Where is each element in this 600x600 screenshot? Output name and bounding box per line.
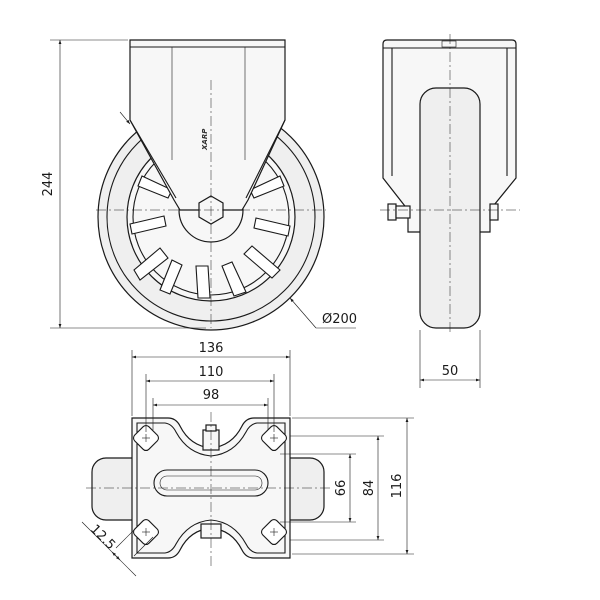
dim-wheel-diameter-label: Ø200 <box>322 312 357 327</box>
side-axle-head <box>395 205 411 219</box>
dim-tread-width-label: 50 <box>442 364 459 379</box>
dim-wheel-diameter: Ø200 <box>119 111 357 329</box>
side-axle-nut-left <box>387 203 397 221</box>
dim-bolt-spacing-long: 110 <box>145 365 275 432</box>
brand-logo: XARP <box>201 128 209 151</box>
fork-leg-left-edge <box>129 119 177 199</box>
dim-slot-length-label: 98 <box>203 388 220 403</box>
wheel-spokes <box>129 175 291 299</box>
dim-height-label: 244 <box>41 172 56 197</box>
dim-slot-length: 98 <box>152 388 269 430</box>
side-axle-nut-right <box>489 203 499 221</box>
dim-bolt-spacing-long-label: 110 <box>199 365 224 380</box>
side-view <box>380 34 520 334</box>
dim-slot-width: 84 <box>290 435 384 541</box>
dim-slot-width-label: 84 <box>362 480 377 497</box>
fork-leg-right-edge <box>245 119 286 199</box>
side-top-hole <box>441 40 457 48</box>
dim-plate-length: 136 <box>131 341 291 416</box>
dim-plate-length-label: 136 <box>199 341 224 356</box>
dim-tread-width: 50 <box>419 330 481 388</box>
dim-plate-width-label: 116 <box>390 474 405 499</box>
plate-view <box>86 412 330 566</box>
front-view: XARP <box>96 39 326 331</box>
dim-bolt-spacing-short: 66 <box>280 453 356 523</box>
dim-bolt-spacing-short-label: 66 <box>334 480 349 497</box>
dim-plate-width: 116 <box>292 417 414 555</box>
dim-hole-diameter-label: 12.5 <box>87 522 118 553</box>
dim-height: 244 <box>41 39 206 329</box>
